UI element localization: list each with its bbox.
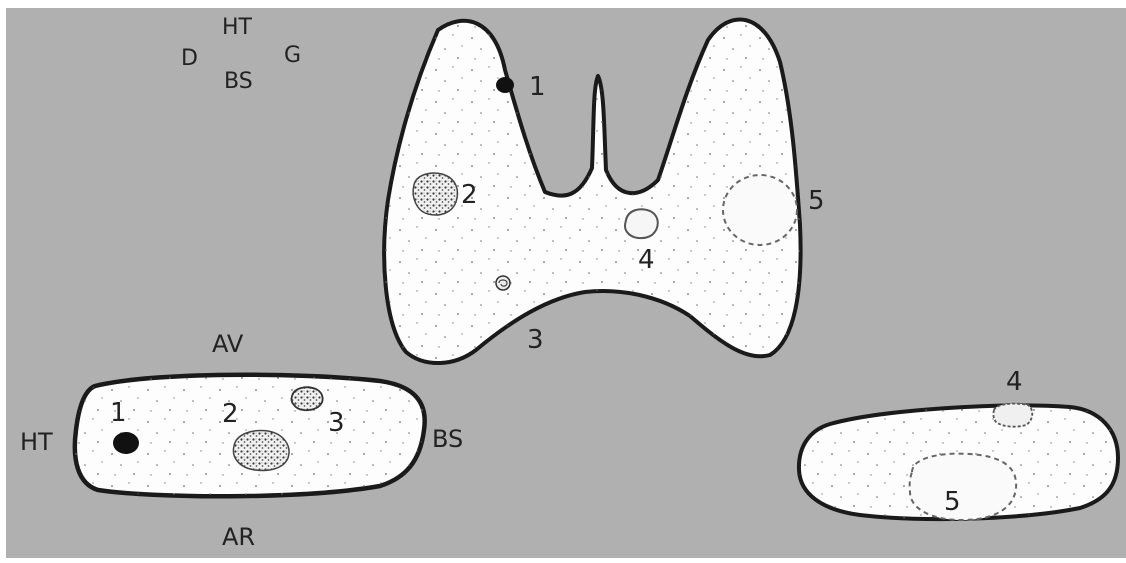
orientation-bottom-label: BS (224, 69, 253, 94)
frontal-nodule-3-label: 3 (527, 325, 544, 355)
left-nodule-2-label: 2 (222, 399, 239, 429)
orientation-top-label: HT (222, 15, 253, 40)
frontal-nodule-5-dashed (723, 175, 797, 245)
right-nodule-5-dashed (910, 454, 1017, 520)
frontal-nodule-1-label: 1 (529, 72, 546, 102)
left-section-top-label: AV (212, 330, 244, 358)
orientation-left-label: D (181, 46, 198, 71)
frontal-nodule-4-label: 4 (638, 245, 655, 275)
left-nodule-2-stippled (233, 431, 289, 471)
frontal-nodule-2-label: 2 (461, 180, 478, 210)
orientation-right-label: G (284, 43, 301, 68)
frontal-nodule-2-stippled (413, 173, 457, 215)
frontal-nodule-5-label: 5 (808, 186, 825, 216)
left-nodule-3-small (291, 387, 322, 410)
left-section-left-label: HT (20, 428, 53, 456)
left-nodule-3-label: 3 (328, 408, 345, 438)
right-nodule-4-hollow (993, 404, 1032, 427)
frontal-nodule-3-swirled (496, 276, 510, 290)
left-section-bottom-label: AR (222, 523, 255, 551)
frontal-nodule-4-hollow (625, 209, 658, 238)
right-nodule-5-label: 5 (944, 487, 961, 517)
left-nodule-1-label: 1 (110, 398, 127, 428)
right-nodule-4-label: 4 (1006, 367, 1023, 397)
frontal-nodule-1-solid (496, 77, 514, 93)
left-section-right-label: BS (432, 425, 463, 453)
left-nodule-1-solid (113, 432, 139, 454)
